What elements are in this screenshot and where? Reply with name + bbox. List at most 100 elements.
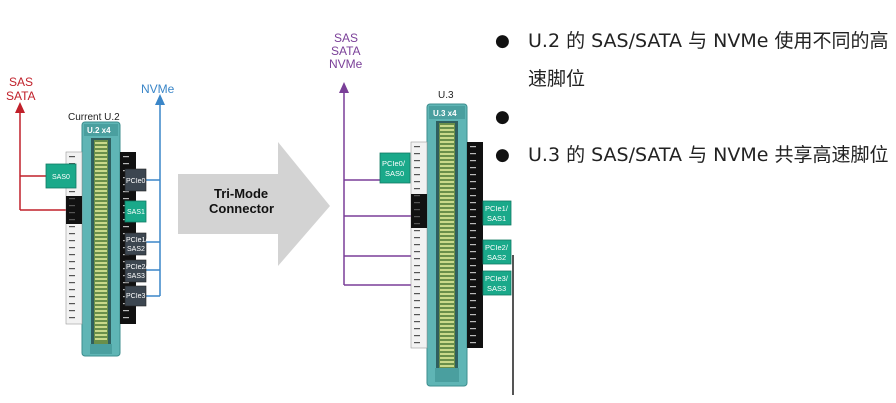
pin-number-mark [123, 198, 129, 200]
contact-pin [440, 209, 454, 211]
pcie1-box-left [124, 232, 147, 256]
contact-pin [95, 198, 107, 200]
contact-pin [95, 218, 107, 220]
sata-label-left: SATA [6, 89, 36, 103]
pin-number-mark [69, 289, 75, 291]
pin-number-mark [414, 251, 420, 253]
pin-number-mark [69, 303, 75, 305]
contact-pin [95, 222, 107, 224]
tri-mode-label: Tri-Mode [214, 186, 268, 201]
contact-pin [440, 297, 454, 299]
pin-number-mark [414, 265, 420, 267]
pin-number-mark [414, 328, 420, 330]
bullet-dot-icon: ● [495, 31, 510, 51]
contact-pin [440, 333, 454, 335]
contact-pin [440, 337, 454, 339]
contact-pin [440, 249, 454, 251]
pin-number-mark [470, 153, 476, 155]
pin-number-mark [414, 188, 420, 190]
pin-number-mark [470, 300, 476, 302]
contact-pin [440, 301, 454, 303]
contact-pin [440, 305, 454, 307]
bullet-dot-icon: ● [495, 107, 510, 127]
contact-pin [440, 125, 454, 127]
pcie0-label-right: PCIe0/ [382, 159, 406, 168]
bullet-item-u3: ●U.3 的 SAS/SATA 与 NVMe 共享高速脚位 [492, 136, 892, 174]
contact-pin [95, 302, 107, 304]
sas-label-left: SAS [9, 75, 33, 89]
sas3-label-left: SAS3 [127, 273, 145, 280]
contact-pin [95, 278, 107, 280]
contact-pin [440, 181, 454, 183]
bullet-dot-icon: ● [495, 145, 510, 165]
contact-pin [95, 186, 107, 188]
pin-number-mark [470, 314, 476, 316]
contact-pin [440, 185, 454, 187]
pin-number-mark [470, 209, 476, 211]
pin-number-mark [69, 226, 75, 228]
contact-pin [95, 242, 107, 244]
bullet-item-empty: ● [492, 98, 892, 136]
pin-number-mark [69, 205, 75, 207]
nvme-arrowhead [155, 94, 165, 105]
contact-pin [95, 158, 107, 160]
contact-pin [95, 258, 107, 260]
contact-pin [95, 154, 107, 156]
contact-pin [440, 281, 454, 283]
contact-pin [95, 274, 107, 276]
pin-number-mark [414, 237, 420, 239]
pin-number-mark [69, 268, 75, 270]
pin-number-mark [414, 335, 420, 337]
contact-pin [440, 153, 454, 155]
u3-connector: U.3 x4 [426, 103, 468, 387]
pin-number-mark [414, 146, 420, 148]
contact-pin [95, 146, 107, 148]
pin-number-mark [69, 282, 75, 284]
contact-pin [440, 205, 454, 207]
pin-number-mark [123, 226, 129, 228]
contact-pin [440, 233, 454, 235]
contact-pin [440, 317, 454, 319]
bullet-text-u2: U.2 的 SAS/SATA 与 NVMe 使用不同的高速脚位 [528, 30, 889, 90]
pin-number-mark [414, 307, 420, 309]
contact-pin [95, 318, 107, 320]
pcie0-box-left [124, 168, 147, 192]
pin-number-mark [414, 209, 420, 211]
contact-pin [440, 169, 454, 171]
pin-number-mark [470, 328, 476, 330]
tri-mode-arrowhead [339, 82, 349, 93]
contact-pin [440, 341, 454, 343]
pin-number-mark [470, 342, 476, 344]
pin-number-mark [414, 272, 420, 274]
connector-label: Connector [209, 201, 274, 216]
pin-number-mark [414, 223, 420, 225]
u2-x4-label: U.2 x4 [87, 126, 111, 135]
pin-number-mark [414, 160, 420, 162]
contact-pin [440, 293, 454, 295]
pin-number-mark [470, 279, 476, 281]
contact-pin [440, 141, 454, 143]
pin-number-mark [470, 258, 476, 260]
contact-pin [95, 194, 107, 196]
sas2-label-left: SAS2 [127, 246, 145, 253]
sas1-label-right: SAS1 [487, 214, 506, 223]
pin-number-mark [123, 191, 129, 193]
contact-pin [440, 165, 454, 167]
pin-number-mark [470, 174, 476, 176]
pcie3-sas3-box-right [482, 270, 512, 296]
contact-pin [95, 178, 107, 180]
contact-pin [440, 321, 454, 323]
contact-pin [95, 162, 107, 164]
pin-number-mark [123, 156, 129, 158]
contact-pin [95, 290, 107, 292]
contact-pin [440, 161, 454, 163]
contact-pin [95, 286, 107, 288]
pin-number-mark [414, 153, 420, 155]
contact-pin [440, 213, 454, 215]
contact-pin [440, 289, 454, 291]
sas0-label-right: SAS0 [385, 169, 404, 178]
contact-pin [95, 202, 107, 204]
pin-number-mark [69, 310, 75, 312]
pin-number-mark [414, 230, 420, 232]
pin-number-mark [414, 314, 420, 316]
